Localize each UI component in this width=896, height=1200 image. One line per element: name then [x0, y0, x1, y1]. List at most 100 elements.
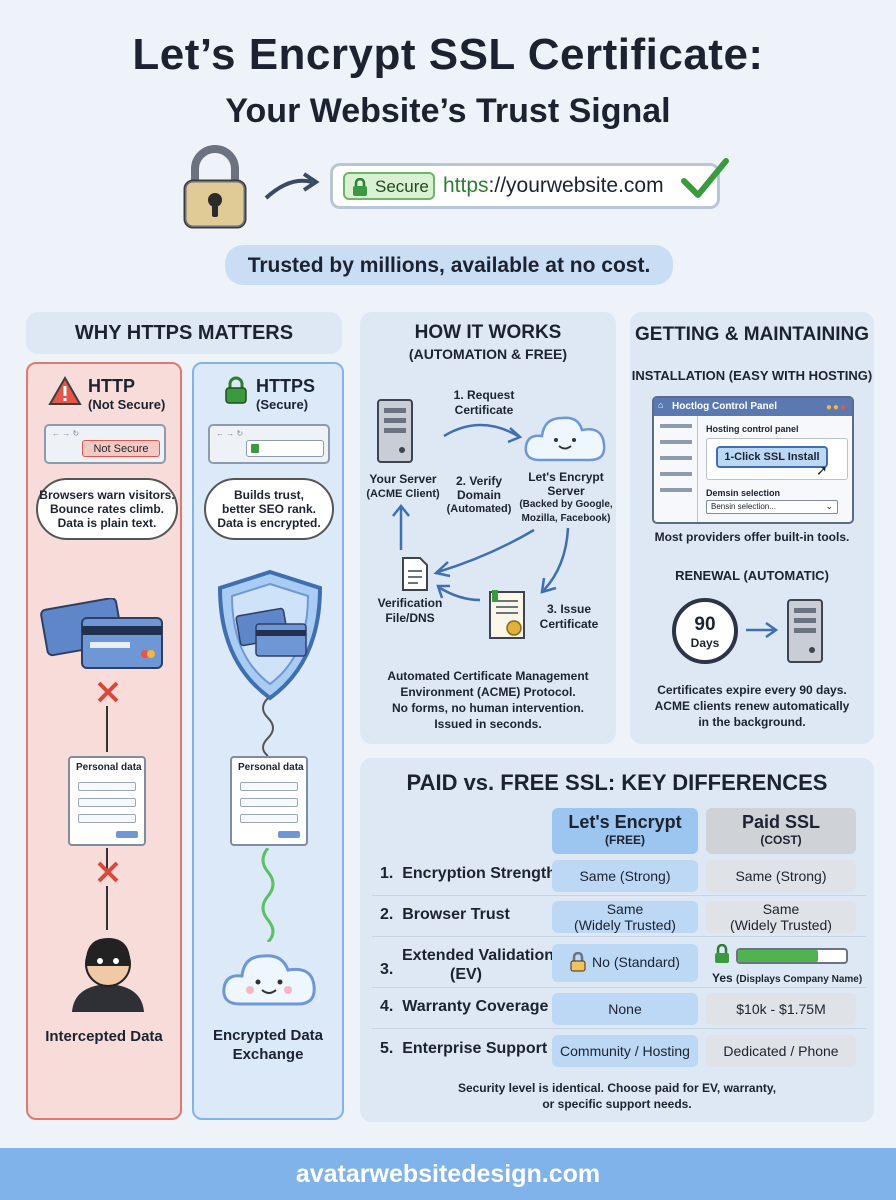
- how-subtitle: (AUTOMATION & FREE): [408, 346, 568, 362]
- cell-line: (Widely Trusted): [730, 917, 832, 933]
- cell-paid: Dedicated / Phone: [706, 1035, 856, 1067]
- https-thought-bubble: Builds trust, better SEO rank. Data is e…: [204, 478, 334, 540]
- row-label: 1. Encryption Strength: [380, 865, 556, 883]
- step-3-label: 3. Issue Certificate: [530, 602, 608, 632]
- https-mini-browser: ← → ↻: [208, 424, 330, 464]
- step-line: 1. Request: [453, 388, 515, 402]
- row-label: 3. Extended Validation (EV): [380, 946, 554, 984]
- table-row: 3. Extended Validation (EV) No (Standard…: [372, 938, 866, 988]
- chevron-down-icon: ⌄: [825, 501, 833, 511]
- bubble-line: Builds trust,: [233, 488, 304, 502]
- verify-line: File/DNS: [385, 611, 435, 625]
- row-label-text: Encryption Strength: [402, 865, 557, 882]
- verification-label: Verification File/DNS: [364, 596, 456, 626]
- cell-line: Same: [762, 901, 800, 917]
- cell-text: Yes (Displays Company Name): [712, 970, 862, 988]
- ev-green-bar: [736, 948, 848, 964]
- cloud-icon: [524, 416, 606, 462]
- bubble-line: Browsers warn visitors.: [39, 488, 175, 502]
- cell-le: Same(Widely Trusted): [552, 901, 698, 933]
- footer-domain[interactable]: avatarwebsitedesign.com: [295, 1160, 601, 1188]
- le-line: Let's Encrypt: [528, 470, 604, 484]
- row-number: 2.: [380, 906, 394, 923]
- panel-window-title: Hoctlog Control Panel: [672, 401, 777, 412]
- step-line: 3. Issue: [546, 602, 592, 616]
- page-subtitle: Your Website’s Trust Signal: [225, 92, 671, 130]
- secure-url-field: [246, 440, 324, 457]
- padlock-icon: [183, 145, 247, 229]
- renew-title: RENEWAL (AUTOMATIC): [675, 568, 829, 583]
- cloud-icon: [222, 954, 316, 1006]
- server-label: Your Server (ACME Client): [360, 472, 446, 502]
- table-row: 5. Enterprise Support Community / Hostin…: [372, 1031, 866, 1071]
- step-line: (Automated): [446, 503, 512, 515]
- form-title: Personal data: [238, 762, 304, 773]
- https-title: HTTPS: [256, 376, 316, 396]
- cell-paid: Same (Strong): [706, 860, 856, 892]
- row-label-text: (EV): [450, 966, 482, 983]
- https-column: HTTPS (Secure) ← → ↻ Builds trust, bette…: [192, 362, 344, 1120]
- http-bottom-label: Intercepted Data: [45, 1028, 163, 1045]
- secure-label: Secure: [375, 177, 429, 196]
- http-mini-browser: ← → ↻ Not Secure: [44, 424, 166, 464]
- step-1-label: 1. Request Certificate: [436, 388, 532, 418]
- desc-line: Automated Certificate Management: [387, 669, 589, 683]
- arrow-right-icon: [746, 621, 779, 639]
- footer-bar: avatarwebsitedesign.com: [0, 1148, 896, 1200]
- http-column: HTTP (Not Secure) ← → ↻ Not Secure Brows…: [26, 362, 182, 1120]
- arrow-icon: [443, 423, 523, 444]
- row-label: 2. Browser Trust: [380, 906, 510, 924]
- column-header-le-title: Let's Encrypt: [568, 812, 682, 832]
- close-x-icon: [97, 681, 119, 703]
- comparison-title: PAID vs. FREE SSL: KEY DIFFERENCES: [406, 770, 828, 795]
- arrow-icon: [436, 584, 481, 602]
- one-click-install-button[interactable]: 1-Click SSL Install: [716, 446, 828, 468]
- panel-heading: Hosting control panel: [706, 424, 799, 434]
- arrow-icon: [433, 528, 535, 578]
- bubble-line: Bounce rates climb.: [49, 502, 165, 516]
- tagline-banner: Trusted by millions, available at no cos…: [225, 245, 673, 285]
- server-label-line: Your Server: [369, 472, 437, 486]
- column-header-paid-title: Paid SSL: [741, 812, 821, 832]
- domain-select[interactable]: Bensin selection... ⌄: [706, 500, 838, 514]
- le-backed-line: Mozilla, Facebook): [521, 513, 611, 524]
- install-note: Most providers offer built-in tools.: [654, 530, 850, 544]
- credit-card-icon: [40, 598, 163, 669]
- desc-line: Environment (ACME) Protocol.: [400, 685, 576, 699]
- personal-data-form: Personal data: [230, 756, 308, 846]
- verify-line: Verification: [377, 596, 443, 610]
- address-bar[interactable]: Secure https://yourwebsite.com: [330, 163, 720, 209]
- table-row: 4. Warranty Coverage None $10k - $1.75M: [372, 989, 866, 1029]
- personal-data-form: Personal data: [68, 756, 146, 846]
- cell-paid: Yes (Displays Company Name): [706, 944, 862, 986]
- days-number: 90: [694, 614, 716, 635]
- arrow-right-icon: [264, 172, 320, 200]
- note-line: or specific support needs.: [542, 1097, 692, 1111]
- url-host: ://yourwebsite.com: [488, 174, 664, 197]
- le-line: Server: [547, 484, 585, 498]
- days-label: Days: [690, 636, 720, 650]
- cell-paid: $10k - $1.75M: [706, 993, 856, 1025]
- not-secure-badge: Not Secure: [82, 440, 160, 457]
- close-x-icon: [97, 861, 119, 883]
- renew-line: Certificates expire every 90 days.: [657, 683, 847, 697]
- bottom-line: Exchange: [232, 1046, 304, 1063]
- panel-sidebar: [654, 416, 698, 522]
- wavy-line: [262, 698, 274, 756]
- server-icon: [787, 599, 823, 663]
- row-number: 1.: [380, 865, 394, 882]
- step-line: Domain: [456, 488, 501, 502]
- bubble-line: Data is encrypted.: [217, 516, 321, 530]
- install-title: INSTALLATION (EASY WITH HOSTING): [631, 368, 873, 383]
- row-label: 4. Warranty Coverage: [380, 998, 548, 1016]
- getting-panel: GETTING & MAINTAINING INSTALLATION (EASY…: [630, 312, 874, 744]
- column-header-le-sub: (FREE): [605, 833, 645, 847]
- renew-line: in the background.: [698, 715, 806, 729]
- renew-note: Certificates expire every 90 days. ACME …: [630, 682, 874, 730]
- ninety-days-clock: 90 Days: [672, 598, 738, 664]
- https-bottom-label: Encrypted Data Exchange: [194, 1026, 342, 1064]
- cell-line: (Displays Company Name): [736, 974, 863, 985]
- mini-nav-icons: ← → ↻: [52, 429, 80, 438]
- how-title: HOW IT WORKS: [414, 322, 562, 343]
- desc-line: Issued in seconds.: [434, 717, 542, 731]
